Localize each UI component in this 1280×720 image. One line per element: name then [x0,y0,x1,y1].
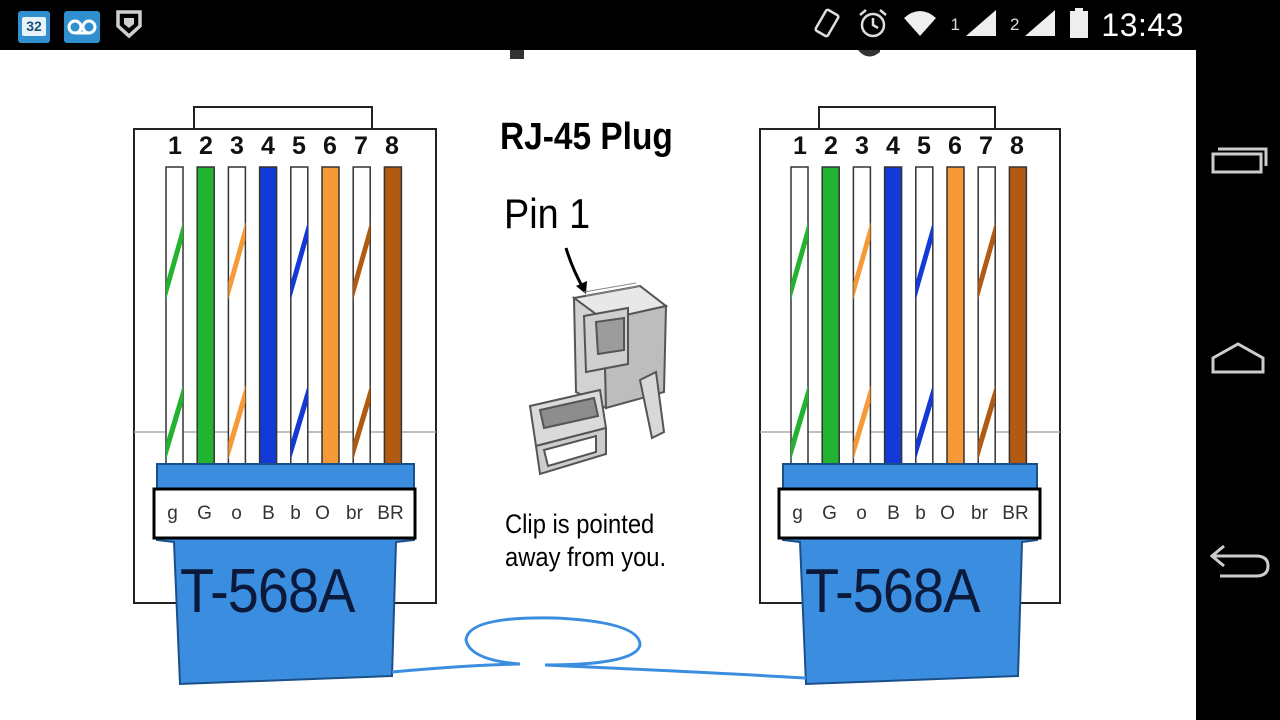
clip-note: Clip is pointed away from you. [505,508,666,574]
left-code-6: O [315,503,330,524]
left-pin-8: 8 [385,132,399,160]
home-button[interactable] [1196,330,1280,390]
clock: 13:43 [1101,6,1184,43]
left-standard-label: T-568A [180,557,355,626]
notification-count-icon: 32 [18,10,50,43]
sim-1-label: 1 [950,15,960,34]
home-icon [1211,342,1265,374]
left-wire-6 [321,166,340,467]
battery-icon [1069,7,1089,44]
left-pin-5: 5 [292,132,306,160]
right-standard-label: T-568A [805,557,980,626]
right-code-6: O [940,503,955,524]
right-wire-3-stripe-1 [853,222,871,300]
left-code-3: o [231,503,242,524]
left-code-strip [152,487,417,540]
right-code-1: g [792,503,803,524]
wifi-icon [902,8,938,43]
left-wire-1-stripe-1 [166,222,183,300]
right-pin-4: 4 [886,132,900,160]
right-wire-6 [946,166,965,467]
navigation-bar [1196,0,1280,720]
right-pin-5: 5 [917,132,931,160]
clip-note-line-2: away from you. [505,542,667,572]
right-wire-4 [883,166,903,467]
right-code-7: br [971,503,988,524]
right-pin-6: 6 [948,132,962,160]
shield-icon [114,8,144,45]
left-pin-4: 4 [261,132,275,160]
right-pin-1: 1 [793,132,807,160]
back-button[interactable] [1196,528,1280,588]
left-pin-6: 6 [323,132,337,160]
clip-note-line-1: Clip is pointed [505,509,655,539]
left-pin-3: 3 [230,132,244,160]
left-wire-3-stripe-2 [228,385,246,460]
right-wire-5-stripe-2 [915,385,933,460]
left-wire-4 [258,166,278,467]
image-viewer: RJ-45 Plug Pin 1 Clip is pointed away fr… [0,50,1196,720]
left-wire-3-stripe-1 [228,222,246,300]
left-wire-7-stripe-2 [353,385,371,460]
right-code-3: o [856,503,867,524]
notification-count: 32 [22,16,46,36]
left-wire-5-stripe-1 [290,222,308,300]
left-code-7: br [346,503,363,524]
right-pin-3: 3 [855,132,869,160]
right-wire-2 [821,166,840,467]
alarm-icon [856,6,890,45]
left-code-1: g [167,503,178,524]
left-code-2: G [197,503,212,524]
left-code-4: B [262,503,275,524]
left-wire-8 [383,166,403,467]
diagram-graphics [133,50,1061,686]
right-pin-7: 7 [979,132,993,160]
recent-apps-icon [1211,147,1268,174]
right-wire-1-stripe-2 [791,385,808,460]
voicemail-icon [64,10,100,43]
pin-1-arrow [564,247,585,289]
right-wire-7-stripe-1 [978,222,996,300]
cable [391,616,807,680]
right-code-2: G [822,503,837,524]
right-pin-2: 2 [824,132,838,160]
status-bar: 32 [0,0,1196,50]
left-pin-1: 1 [168,132,182,160]
left-pin-2: 2 [199,132,213,160]
left-wire-1-stripe-2 [166,385,183,460]
right-code-4: B [887,503,900,524]
right-wire-1-stripe-1 [791,222,808,300]
right-code-strip [777,487,1042,540]
right-code-5: b [915,503,926,524]
left-wire-5-stripe-2 [290,385,308,460]
left-code-8: BR [377,503,404,524]
recent-apps-button[interactable] [1196,130,1280,190]
right-wire-5-stripe-1 [915,222,933,300]
signal-2-icon [1023,8,1057,43]
left-code-5: b [290,503,301,524]
right-wire-8 [1008,166,1028,467]
pin-1-label: Pin 1 [504,190,591,237]
right-code-8: BR [1002,503,1029,524]
right-wire-3-stripe-2 [853,385,871,460]
diagram-title: RJ-45 Plug [500,116,673,158]
right-pin-8: 8 [1010,132,1024,160]
rj45-wiring-diagram: RJ-45 Plug Pin 1 Clip is pointed away fr… [0,50,1196,720]
vibrate-icon [810,6,844,45]
signal-1-icon [964,8,998,43]
right-wire-7-stripe-2 [978,385,996,460]
rj45-plug-illustration [528,282,669,476]
left-wire-2 [196,166,215,467]
left-wire-7-stripe-1 [353,222,371,300]
sim-2-label: 2 [1009,15,1020,34]
back-icon [1209,544,1270,578]
left-pin-7: 7 [354,132,368,160]
